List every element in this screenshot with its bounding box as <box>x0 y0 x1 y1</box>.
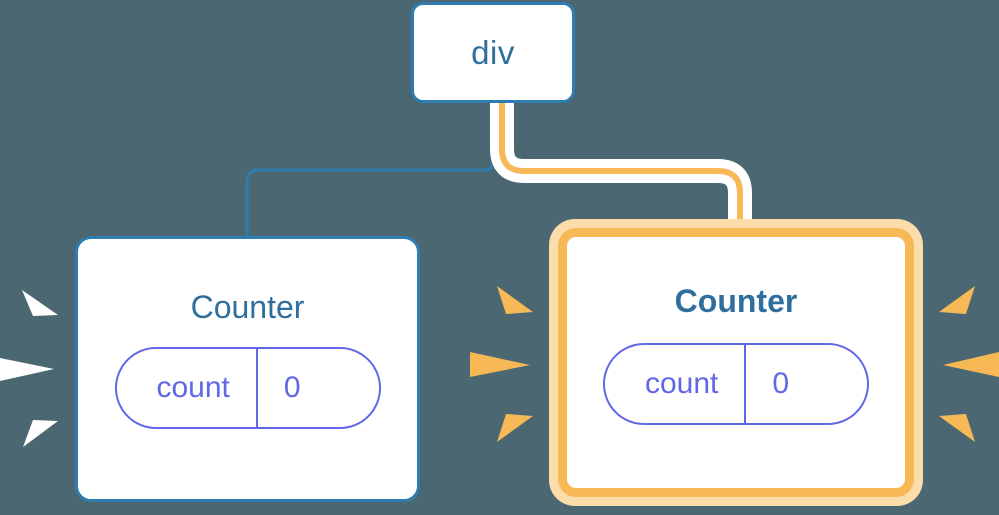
counter-right-title: Counter <box>674 283 798 319</box>
node-div[interactable]: div <box>411 2 575 103</box>
counter-left-title: Counter <box>190 289 305 325</box>
edge-div-to-counter-right-halo <box>490 103 752 232</box>
node-counter-left[interactable]: Counter count 0 <box>75 236 420 502</box>
edge-div-to-counter-left <box>245 103 495 238</box>
counter-right-pill-divider <box>744 345 747 423</box>
counter-right-state-value: 0 <box>772 367 790 400</box>
node-counter-right[interactable]: Counter count 0 <box>549 219 923 506</box>
counter-right-state-name-cell: count <box>605 345 744 423</box>
counter-left-state-name: count <box>156 371 230 404</box>
edge-div-to-counter-right <box>499 103 743 232</box>
counter-right-state-name: count <box>645 367 719 400</box>
counter-left-pill-divider <box>255 349 258 427</box>
node-counter-right-inner: Counter count 0 <box>558 228 914 497</box>
counter-left-state-pill[interactable]: count 0 <box>114 347 381 429</box>
counter-right-state-value-cell: 0 <box>746 345 829 423</box>
counter-right-state-pill[interactable]: count 0 <box>603 343 869 425</box>
node-div-label: div <box>471 34 515 71</box>
counter-left-state-name-cell: count <box>117 349 256 427</box>
counter-left-state-value: 0 <box>283 371 301 404</box>
counter-left-state-value-cell: 0 <box>258 349 341 427</box>
